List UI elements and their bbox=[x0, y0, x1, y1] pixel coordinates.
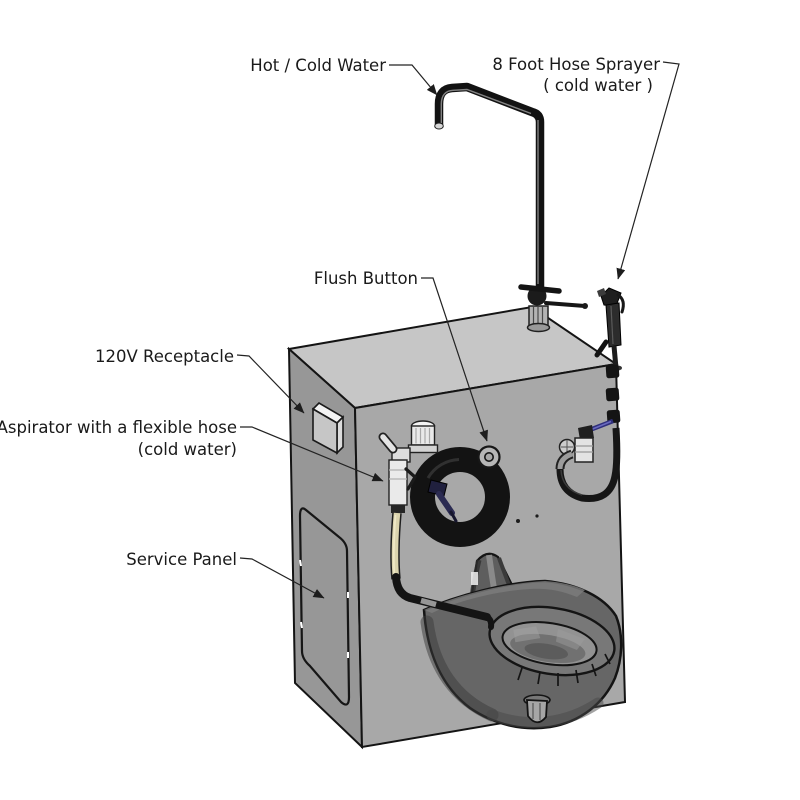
sprayer-wall-valve bbox=[555, 425, 594, 470]
spray-nozzle bbox=[427, 479, 458, 523]
label-receptacle: 120V Receptacle bbox=[95, 347, 234, 366]
sprayer-trigger bbox=[616, 293, 625, 314]
leader-hot-cold-water bbox=[389, 64, 438, 96]
flush-button bbox=[477, 445, 501, 469]
leader-hose-sprayer bbox=[616, 61, 680, 280]
leader-aspirator bbox=[240, 426, 384, 482]
sprayer-body bbox=[605, 302, 622, 348]
bowl-drain bbox=[523, 694, 551, 724]
faucet-spout-opening bbox=[434, 122, 444, 130]
aspirator-clip bbox=[404, 467, 418, 491]
hose-clips bbox=[605, 364, 621, 424]
sprayer-head bbox=[600, 287, 622, 307]
bowl bbox=[420, 552, 623, 730]
callouts: Hot / Cold Water 8 Foot Hose Sprayer ( c… bbox=[0, 55, 680, 599]
hose-sprayer bbox=[555, 287, 625, 503]
label-hot-cold-water: Hot / Cold Water bbox=[250, 56, 386, 75]
label-flush-button: Flush Button bbox=[314, 269, 418, 288]
sprayer-pipe bbox=[611, 345, 619, 369]
mounting-dot bbox=[516, 519, 520, 523]
leader-receptacle bbox=[236, 354, 305, 414]
faucet-pipe bbox=[434, 82, 545, 287]
label-aspirator-line1: Aspirator with a flexible hose bbox=[0, 418, 237, 437]
label-hose-sprayer-line2: ( cold water ) bbox=[543, 76, 653, 95]
label-hose-sprayer-line1: 8 Foot Hose Sprayer bbox=[492, 55, 660, 74]
label-service-panel: Service Panel bbox=[126, 550, 237, 569]
faucet-highlight bbox=[440, 88, 539, 284]
bowl-drain-grooves bbox=[517, 653, 611, 686]
valve-handle-right bbox=[544, 301, 587, 308]
mixing-valve bbox=[518, 284, 588, 333]
aspirator bbox=[378, 420, 495, 630]
faucet bbox=[434, 82, 588, 333]
sprayer-hose-loop bbox=[556, 427, 621, 503]
mounting-dot bbox=[535, 514, 539, 518]
aspirator-body bbox=[388, 459, 408, 506]
leader-service-panel bbox=[239, 557, 325, 599]
bowl-rim bbox=[488, 605, 616, 677]
service-panel bbox=[298, 507, 351, 706]
receptacle-120v bbox=[311, 401, 345, 455]
valve-handle-left bbox=[518, 284, 562, 294]
coiled-hose bbox=[410, 447, 510, 547]
drain-pipe bbox=[392, 573, 491, 621]
leader-flush-button bbox=[421, 277, 488, 442]
sprayer-nozzle-tip bbox=[597, 288, 606, 297]
sprayer-lever bbox=[594, 339, 609, 358]
label-aspirator-line2: (cold water) bbox=[138, 440, 237, 459]
